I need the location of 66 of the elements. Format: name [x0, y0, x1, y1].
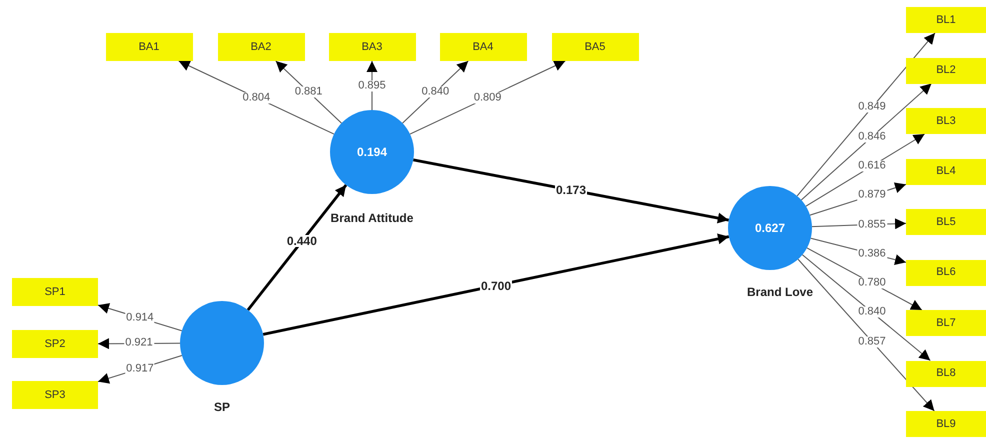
edge-label: 0.857 — [857, 336, 887, 348]
edge-label: 0.849 — [857, 102, 887, 113]
indicator-label: BL2 — [936, 63, 956, 78]
indicator-label: SP3 — [44, 388, 66, 403]
indicator-label: BL8 — [936, 366, 956, 382]
indicator-box — [906, 310, 986, 336]
indicator-label: BA5 — [584, 40, 606, 55]
edge-label: 0.840 — [857, 306, 887, 318]
indicator-label: SP1 — [44, 284, 66, 300]
indicator-box — [218, 33, 304, 61]
construct-name: Brand Love — [747, 284, 813, 301]
arrow — [798, 258, 935, 412]
indicator-label: BL3 — [936, 114, 956, 129]
r-squared-value: 0.194 — [356, 144, 388, 161]
r-squared-value: 0.627 — [754, 220, 786, 237]
indicator-label: BL7 — [936, 316, 956, 331]
indicator-box — [906, 260, 986, 286]
construct-name: SP — [214, 399, 230, 416]
edge-label: 0.700 — [480, 280, 512, 292]
indicator-box — [328, 33, 416, 61]
indicator-box — [906, 360, 986, 386]
indicator-box — [906, 158, 986, 184]
edge-label: 0.855 — [857, 219, 887, 230]
indicator-label: BA4 — [472, 40, 494, 55]
edge-label: 0.780 — [857, 278, 887, 289]
indicator-box — [440, 33, 526, 61]
indicator-label: BL9 — [936, 416, 956, 432]
indicator-label: BA2 — [250, 40, 272, 55]
indicator-box — [906, 7, 986, 33]
arrow — [800, 83, 932, 200]
indicator-box — [106, 33, 192, 61]
indicator-box — [12, 278, 98, 306]
indicator-label: BL1 — [936, 12, 956, 28]
arrow — [796, 32, 936, 196]
indicator-label: BA3 — [362, 40, 382, 55]
indicator-label: BL6 — [936, 265, 956, 280]
edge-label: 0.921 — [124, 338, 154, 349]
edge-label: 0.914 — [125, 312, 155, 324]
edge-label: 0.846 — [857, 131, 887, 142]
indicator-box — [12, 381, 98, 409]
indicator-label: SP2 — [44, 336, 66, 352]
indicator-box — [906, 209, 986, 235]
indicator-box — [906, 411, 986, 437]
edge-label: 0.881 — [294, 86, 324, 98]
edge-label: 0.917 — [125, 363, 155, 374]
arrow — [246, 184, 348, 311]
edge-label: 0.809 — [472, 92, 502, 104]
arrow — [262, 234, 730, 336]
edge-label: 0.840 — [420, 86, 450, 98]
edge-label: 0.173 — [554, 184, 588, 196]
edge-label: 0.440 — [286, 235, 318, 248]
edge-label: 0.879 — [857, 190, 887, 201]
edge-label: 0.804 — [242, 92, 272, 104]
indicator-box — [552, 33, 638, 61]
indicator-box — [12, 330, 98, 358]
indicator-box — [906, 58, 986, 84]
indicator-label: BL5 — [936, 214, 956, 230]
indicator-box — [906, 108, 986, 134]
edge-label: 0.895 — [357, 80, 387, 91]
indicator-label: BA1 — [138, 40, 160, 55]
arrow — [802, 254, 931, 361]
edge-label: 0.616 — [857, 160, 887, 172]
edge-label: 0.386 — [857, 248, 887, 260]
arrow — [413, 158, 729, 224]
construct-name: Brand Attitude — [330, 210, 414, 227]
indicator-label: BL4 — [936, 164, 956, 180]
